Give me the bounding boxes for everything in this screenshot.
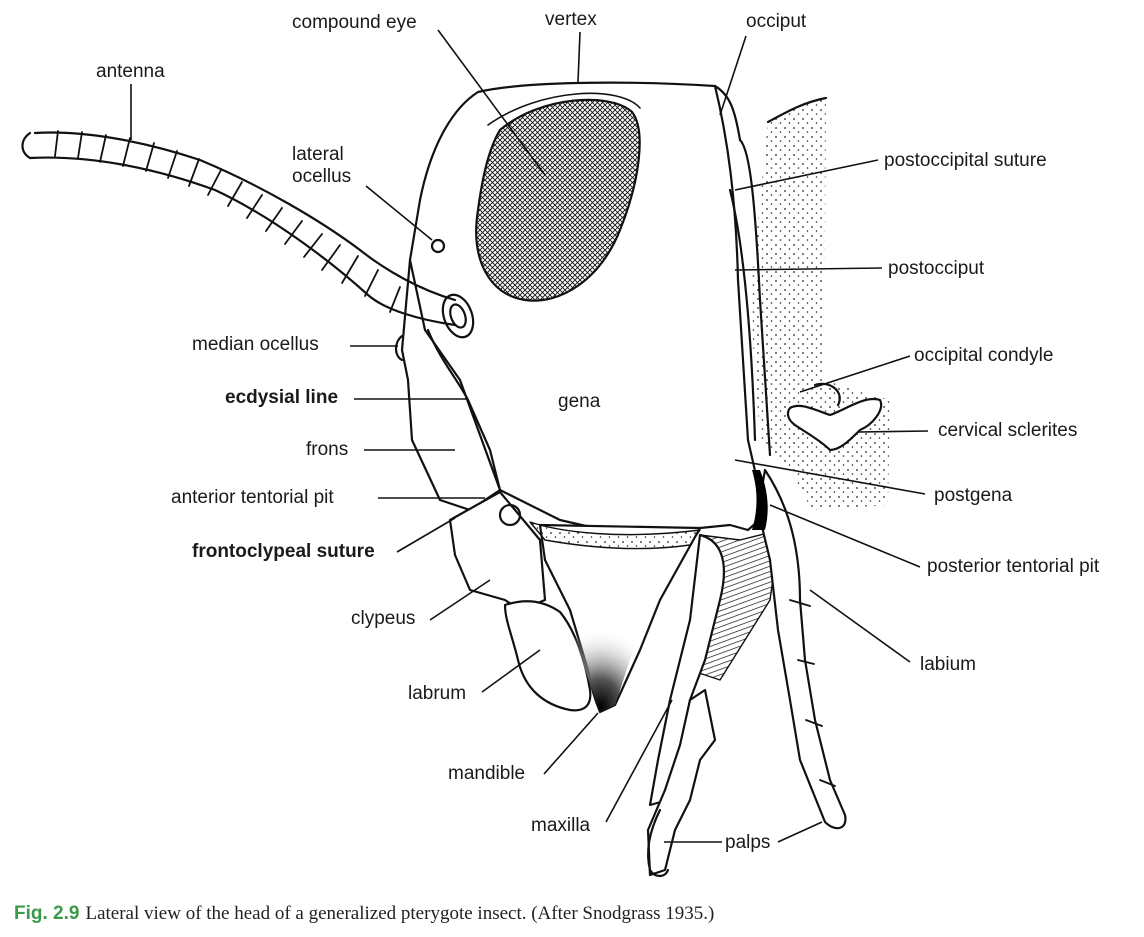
label-antenna: antenna [96,61,165,82]
label-vertex: vertex [545,9,597,30]
label-compound-eye: compound eye [292,12,417,33]
label-labium: labium [920,654,976,675]
label-postgena: postgena [934,485,1013,506]
neck-membrane [750,98,890,510]
label-ecdysial-line: ecdysial line [225,387,339,408]
labium [756,468,847,830]
label-lateral-ocellus: lateral ocellus [292,144,352,187]
clypeus [448,490,547,612]
label-postoccipital-suture: postoccipital suture [884,150,1047,171]
maxilla [648,533,725,807]
label-postocciput: postocciput [888,258,985,279]
label-clypeus: clypeus [351,608,416,629]
lateral-ocellus [430,238,446,254]
labrum [503,600,592,712]
label-palps: palps [725,832,771,853]
label-anterior-tentorial-pit: anterior tentorial pit [171,487,334,508]
label-cervical-sclerites: cervical sclerites [938,420,1078,441]
label-mandible: mandible [448,763,526,784]
figure-number: Fig. 2.9 [14,903,80,924]
caption-text: Lateral view of the head of a generalize… [85,903,715,924]
label-median-ocellus: median ocellus [192,334,319,355]
label-frontoclypeal-suture: frontoclypeal suture [192,541,375,562]
label-labrum: labrum [408,683,467,704]
label-gena: gena [558,391,601,412]
label-posterior-tentorial-pit: posterior tentorial pit [927,556,1100,577]
label-occiput: occiput [746,11,807,32]
antenna-drawing [21,130,457,327]
label-maxilla: maxilla [531,815,591,836]
label-occipital-condyle: occipital condyle [914,345,1054,366]
cervical-sclerites [786,397,883,452]
label-frons: frons [306,439,349,460]
compound-eye [475,98,641,302]
